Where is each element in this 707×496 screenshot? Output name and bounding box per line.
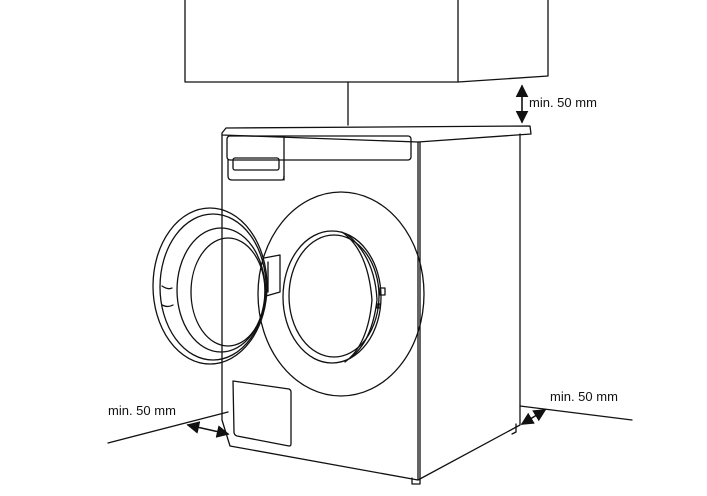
open-door: [152, 207, 281, 365]
top-clearance-label: min. 50 mm: [529, 95, 597, 110]
display: [232, 157, 280, 171]
washing-machine: [221, 125, 532, 485]
left-clearance-label: min. 50 mm: [108, 403, 176, 418]
overhead-cabinet: [184, 0, 549, 126]
filter-cover: [232, 380, 292, 447]
right-clearance-arrow: [520, 409, 547, 425]
left-clearance-arrow: [186, 421, 230, 438]
drum-opening: [282, 230, 382, 364]
right-clearance-label: min. 50 mm: [550, 389, 618, 404]
porthole-ring: [257, 191, 425, 397]
control-panel: [226, 135, 412, 161]
floor: [107, 405, 633, 444]
door-glass: [190, 237, 266, 347]
door-lock: [379, 287, 386, 296]
